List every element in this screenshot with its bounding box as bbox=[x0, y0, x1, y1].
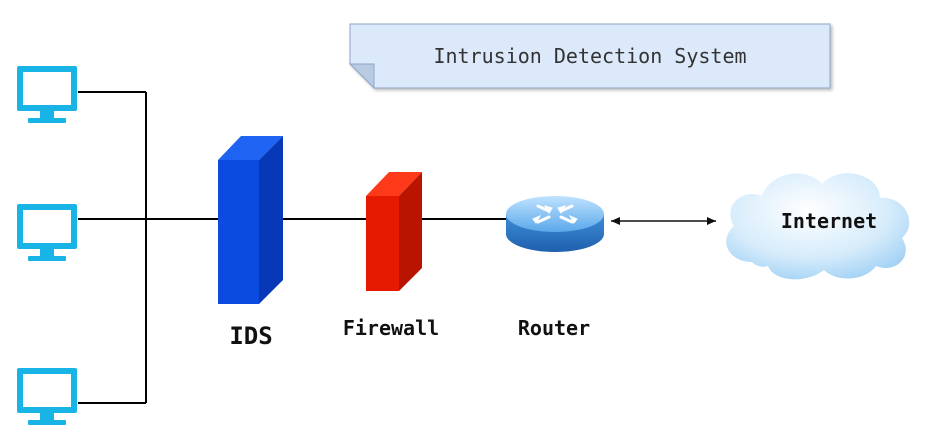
firewall-label: Firewall bbox=[343, 316, 439, 340]
monitor-icon bbox=[17, 66, 77, 123]
ids-front-face bbox=[218, 160, 259, 304]
diagram-title: Intrusion Detection System bbox=[433, 44, 746, 68]
firewall-front-face bbox=[366, 196, 399, 291]
computer-3 bbox=[17, 368, 77, 425]
firewall-device bbox=[366, 172, 422, 291]
computer-2 bbox=[17, 204, 77, 261]
firewall-top-face bbox=[366, 172, 422, 196]
router-label: Router bbox=[518, 316, 590, 340]
monitor-icon bbox=[17, 204, 77, 261]
computer-1 bbox=[17, 66, 77, 123]
ids-label: IDS bbox=[229, 322, 272, 350]
ids-top-face bbox=[218, 136, 283, 160]
internet-label: Internet bbox=[781, 209, 877, 233]
ids-side-face bbox=[259, 136, 283, 304]
firewall-side-face bbox=[399, 172, 422, 291]
monitor-icon bbox=[17, 368, 77, 425]
router-icon bbox=[506, 196, 604, 252]
cloud-icon bbox=[726, 173, 910, 280]
connection-lines bbox=[78, 91, 506, 404]
ids-device bbox=[218, 136, 283, 304]
title-note bbox=[348, 23, 831, 90]
